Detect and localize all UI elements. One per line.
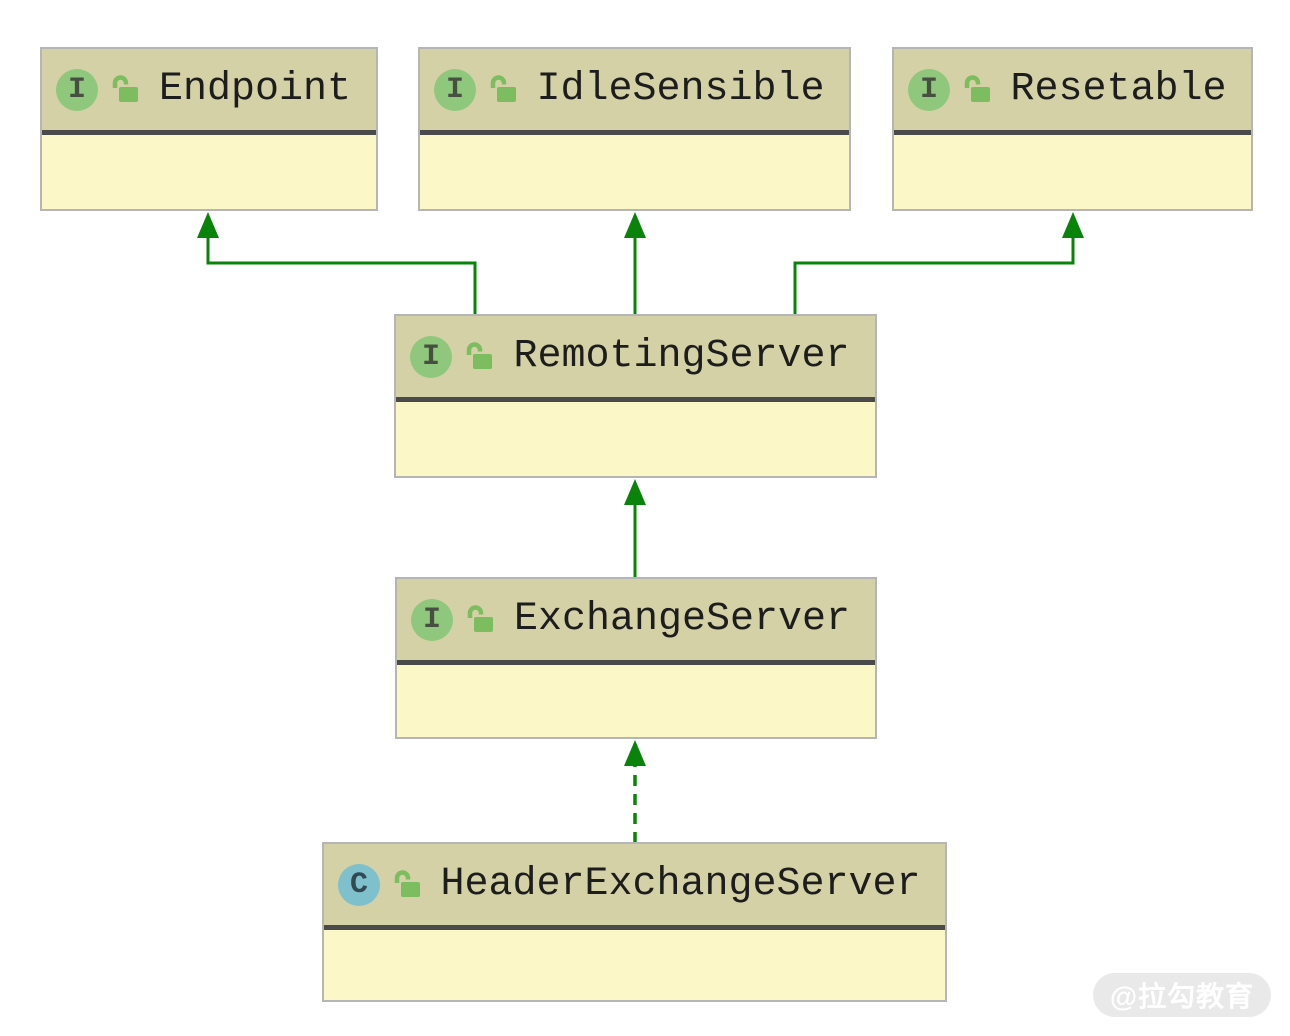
unlocked-icon <box>392 869 422 901</box>
node-title: Resetable <box>1010 67 1227 112</box>
unlocked-icon <box>962 74 992 106</box>
node-body <box>42 135 376 209</box>
unlocked-icon <box>465 604 495 636</box>
watermark-text: @拉勾教育 <box>1109 981 1255 1012</box>
node-idlesensible[interactable]: I IdleSensible <box>418 47 851 211</box>
node-header: I ExchangeServer <box>397 579 875 665</box>
node-body <box>324 930 945 1000</box>
node-remotingserver[interactable]: I RemotingServer <box>394 314 877 478</box>
node-endpoint[interactable]: I Endpoint <box>40 47 378 211</box>
edge-headerexchangeserver-exchangeserver <box>624 740 646 843</box>
arrowhead-icon <box>1062 212 1084 238</box>
edge-exchangeserver-remotingserver <box>624 479 646 578</box>
edge-remotingserver-idlesensible <box>624 212 646 316</box>
arrowhead-icon <box>197 212 219 238</box>
node-header: I Endpoint <box>42 49 376 135</box>
node-body <box>894 135 1251 209</box>
interface-icon: I <box>410 335 452 378</box>
node-resetable[interactable]: I Resetable <box>892 47 1253 211</box>
node-title: RemotingServer <box>513 334 850 379</box>
node-header: I RemotingServer <box>396 316 875 402</box>
node-header: I IdleSensible <box>420 49 849 135</box>
node-header: C HeaderExchangeServer <box>324 844 945 930</box>
unlocked-icon <box>464 341 494 373</box>
node-body <box>396 402 875 476</box>
edge-remotingserver-resetable <box>793 212 1084 316</box>
node-header: I Resetable <box>894 49 1251 135</box>
unlocked-icon <box>110 74 140 106</box>
interface-icon: I <box>908 68 950 111</box>
arrowhead-icon <box>624 740 646 766</box>
interface-icon: I <box>434 68 476 111</box>
arrowhead-icon <box>624 212 646 238</box>
interface-icon: I <box>411 598 453 641</box>
edge-remotingserver-endpoint <box>197 212 477 316</box>
node-title: HeaderExchangeServer <box>440 862 921 907</box>
watermark-badge: @拉勾教育 <box>1093 973 1271 1017</box>
node-body <box>397 665 875 737</box>
node-exchangeserver[interactable]: I ExchangeServer <box>395 577 877 739</box>
node-title: IdleSensible <box>536 67 825 112</box>
node-body <box>420 135 849 209</box>
interface-icon: I <box>56 68 98 111</box>
node-title: ExchangeServer <box>513 597 851 642</box>
class-icon: C <box>338 863 380 906</box>
arrowhead-icon <box>624 479 646 505</box>
node-headerexchangeserver[interactable]: C HeaderExchangeServer <box>322 842 947 1002</box>
unlocked-icon <box>488 74 518 106</box>
node-title: Endpoint <box>158 67 352 112</box>
